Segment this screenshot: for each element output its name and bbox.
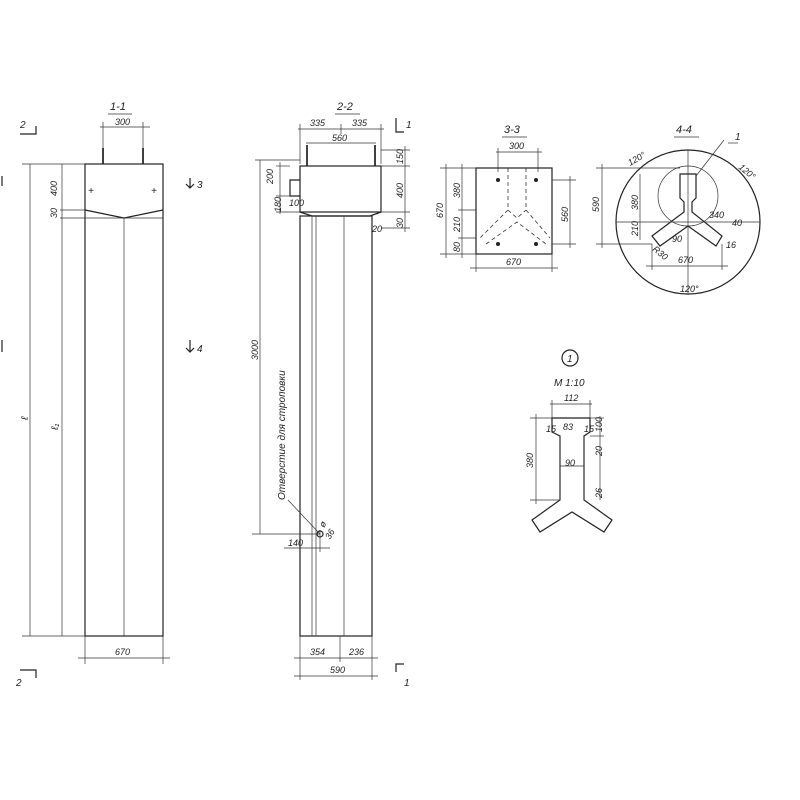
- dim-16-44: 16: [726, 240, 736, 250]
- cut-2-bottom: 2: [15, 678, 22, 689]
- section-3-3-outline: [475, 167, 553, 255]
- dim-400: 400: [49, 181, 59, 196]
- view-3-3: 3-3 300 670 380 210 80 560 670: [435, 124, 576, 272]
- svg-text:+: +: [88, 186, 94, 197]
- dim-670-33-left: 670: [435, 203, 445, 218]
- dim-30-right: 30: [395, 218, 405, 228]
- y-shape: [651, 173, 723, 247]
- dim-210-33: 210: [452, 217, 462, 233]
- dim-200: 200: [265, 169, 275, 185]
- dim-180: 180: [273, 197, 283, 212]
- dim-670-33-bottom: 670: [506, 257, 521, 267]
- dim-670-bottom: 670: [115, 647, 130, 657]
- head-block: [299, 165, 382, 213]
- dim-body-length: ℓ₁: [50, 424, 61, 431]
- detail-mark: [561, 349, 579, 367]
- view-1-1-title: 1-1: [110, 101, 126, 113]
- note-lifting-hole: Отверстие для строповки: [277, 370, 288, 500]
- dim-210-44: 210: [630, 221, 640, 237]
- dim-36: 36: [323, 527, 337, 541]
- cut-3-marker: 3: [197, 180, 203, 191]
- dim-380-detail: 380: [525, 453, 535, 468]
- dim-15-left: 15: [546, 424, 557, 434]
- dim-590-44: 590: [591, 197, 601, 212]
- detail-1: 1 M 1:10 112 15 83 15 100 20 90 26 380: [525, 349, 613, 533]
- dim-300-33: 300: [509, 141, 524, 151]
- dim-30: 30: [49, 208, 59, 218]
- view-2-2-title: 2-2: [336, 101, 353, 113]
- dim-total-length: ℓ: [20, 416, 31, 421]
- view-3-3-title: 3-3: [504, 124, 521, 136]
- dim-335-right: 335: [352, 118, 368, 128]
- dim-100-detail: 100: [594, 417, 604, 432]
- dim-r30-44: R30: [651, 244, 670, 262]
- cut-1-top: 1: [406, 120, 412, 131]
- dim-380-33: 380: [452, 183, 462, 198]
- column-shaft: [299, 215, 373, 637]
- view-4-4-title: 4-4: [676, 124, 692, 136]
- dim-15-right: 15: [584, 424, 595, 434]
- dim-560-33: 560: [560, 207, 570, 222]
- detail-mark-number: 1: [567, 354, 573, 365]
- dim-140: 140: [288, 538, 303, 548]
- dim-83: 83: [563, 422, 573, 432]
- cut-2-top: 2: [19, 120, 26, 131]
- dim-560: 560: [332, 133, 347, 143]
- dim-236: 236: [348, 647, 364, 657]
- dim-354: 354: [310, 647, 325, 657]
- angle-120-b: 120°: [737, 162, 758, 182]
- dim-670-44: 670: [678, 255, 693, 265]
- dim-90-44: 90: [672, 234, 682, 244]
- dim-300: 300: [115, 117, 130, 127]
- dim-20-detail: 20: [594, 446, 604, 457]
- dim-hole-dia: ø: [317, 519, 329, 529]
- dim-590: 590: [330, 665, 345, 675]
- dim-335-left: 335: [310, 118, 326, 128]
- dim-400-right: 400: [395, 183, 405, 198]
- view-1-1: 1-1 2 2 3 4 300 + + 400 3: [1, 101, 203, 689]
- svg-text:+: +: [151, 186, 157, 197]
- dim-100: 100: [289, 198, 304, 208]
- dim-340-44: 340: [709, 210, 724, 220]
- view-4-4: 4-4 1 120° 120° 120° 590 380 210 340 40 …: [591, 124, 761, 295]
- dim-80-33: 80: [452, 242, 462, 252]
- view-2-2: 2-2 1 1 335 335 560 150 400: [250, 101, 412, 689]
- callout-1: 1: [735, 132, 741, 143]
- angle-120-c: 120°: [680, 284, 699, 294]
- dim-380-44: 380: [630, 195, 640, 210]
- dim-90-detail: 90: [565, 458, 575, 468]
- dim-112: 112: [564, 393, 578, 403]
- dim-3000: 3000: [250, 340, 260, 360]
- cut-1-bottom: 1: [404, 678, 410, 689]
- dim-20: 20: [371, 224, 382, 234]
- cut-4-marker: 4: [197, 344, 203, 355]
- detail-scale: M 1:10: [554, 378, 585, 389]
- dim-40-44: 40: [732, 218, 742, 228]
- dim-26-detail: 26: [594, 488, 604, 499]
- dim-150: 150: [395, 149, 405, 164]
